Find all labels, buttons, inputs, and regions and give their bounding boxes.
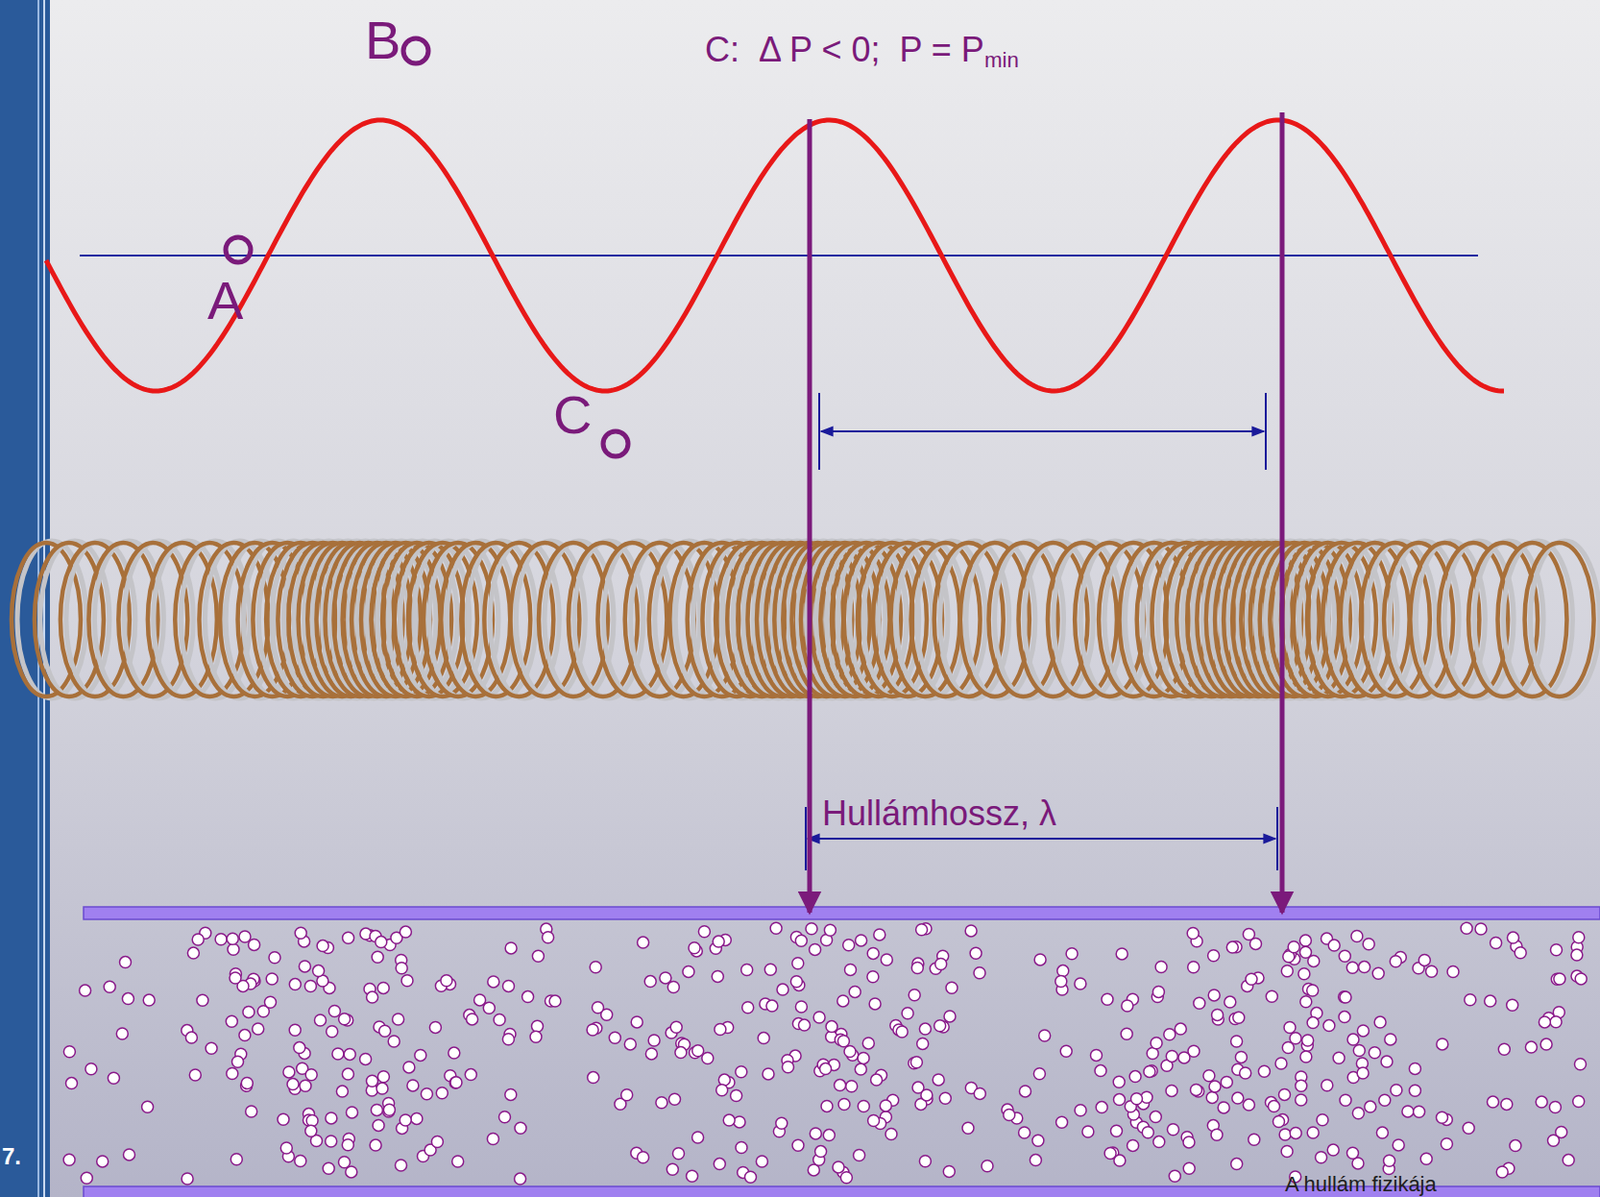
footer-text: A hullám fizikája [1284, 1173, 1437, 1195]
point-marker [603, 431, 629, 457]
point-marker [225, 237, 251, 263]
condition-note: C: Δ P < 0; P = Pmin [704, 32, 1019, 72]
dimension-tick [1264, 392, 1267, 470]
dimension-tick [818, 392, 821, 470]
tube-wall [83, 906, 1600, 920]
pressure-wave [46, 120, 1504, 391]
compression-marker [1280, 112, 1285, 913]
compression-marker [807, 119, 813, 913]
wavelength-label: Hullámhossz, λ [822, 796, 1057, 831]
point-label: A [207, 273, 243, 328]
dimension-tick [1276, 806, 1279, 871]
subscript: min [984, 48, 1019, 73]
point-label: B [364, 13, 401, 68]
air-particles [63, 921, 1587, 1185]
page-number: 7. [1, 1144, 22, 1168]
dimension-arrow [807, 837, 1276, 840]
dimension-arrow [821, 430, 1264, 433]
point-label: C [553, 387, 592, 442]
condition-text: C: Δ P < 0; P = P [704, 29, 985, 70]
dimension-tick [804, 806, 807, 871]
point-marker [403, 38, 429, 64]
spring-coils [11, 540, 1600, 699]
axis-line [79, 254, 1479, 257]
